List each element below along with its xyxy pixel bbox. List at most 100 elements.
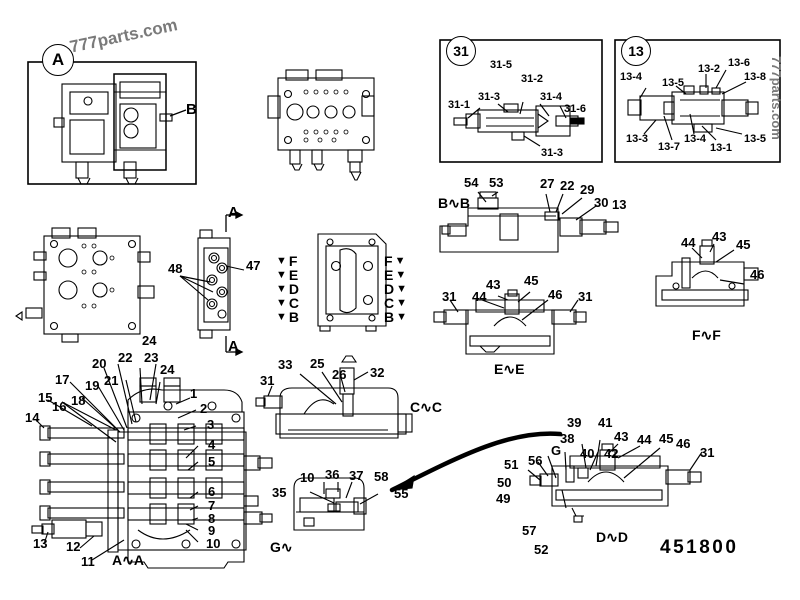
- callout-aa-11: 11: [81, 554, 95, 569]
- callout-31-6: 31-6: [564, 103, 587, 115]
- callout-aa-12: 12: [66, 539, 81, 554]
- callout-dd-31: 31: [700, 445, 715, 460]
- callout-13-5-top: 13-5: [662, 77, 685, 89]
- callout-bb-13: 13: [612, 197, 627, 212]
- port-row-left-c: ▼ C: [276, 296, 301, 310]
- port-letter-left: C: [288, 295, 300, 311]
- watermark-edge-text: 777parts.com: [769, 56, 784, 140]
- callout-cc-32: 32: [370, 365, 385, 380]
- down-arrow-icon: ▼: [276, 282, 287, 295]
- callout-aa-16: 16: [52, 399, 67, 414]
- callout-bb-53: 53: [489, 175, 504, 190]
- section-label-g: G∿: [270, 539, 293, 555]
- down-arrow-icon: ▼: [395, 268, 407, 281]
- callout-cc-31: 31: [260, 373, 275, 388]
- callout-dd-41: 41: [598, 415, 613, 430]
- callout-ee-43: 43: [486, 277, 501, 292]
- callout-cc-26: 26: [332, 367, 347, 382]
- callout-13-1: 13-1: [710, 142, 733, 154]
- callout-aa-22: 22: [118, 350, 133, 365]
- callout-dd-51: 51: [504, 457, 519, 472]
- callout-dd-56: 56: [528, 453, 543, 468]
- section-mark-a-top: A: [228, 204, 239, 221]
- down-arrow-icon: ▼: [396, 310, 408, 323]
- badge-detail-13-label: 13: [628, 43, 644, 59]
- callout-g-35: 35: [272, 485, 287, 500]
- callout-aa-9: 9: [208, 523, 216, 538]
- down-arrow-icon: ▼: [276, 268, 287, 281]
- callout-dd-43: 43: [614, 429, 629, 444]
- callout-dd-39: 39: [567, 415, 582, 430]
- section-label-cc: C∿C: [410, 399, 442, 415]
- callout-31-3-top: 31-3: [478, 91, 501, 103]
- callout-g-10: 10: [300, 470, 315, 485]
- callout-13-2: 13-2: [698, 63, 721, 75]
- port-letter-right: B: [384, 309, 395, 325]
- down-arrow-icon: ▼: [396, 282, 408, 295]
- callout-bb-30: 30: [594, 195, 609, 210]
- port-ladder-right: F ▼ E ▼ D ▼ C ▼ B ▼: [382, 254, 407, 324]
- port-letter-left: D: [288, 281, 300, 297]
- callout-aa-14: 14: [25, 410, 40, 425]
- down-arrow-icon: ▼: [276, 296, 287, 309]
- callout-13-4-top: 13-4: [620, 71, 643, 83]
- port-row-right-b: B ▼: [382, 310, 407, 324]
- port-letter-left: B: [288, 309, 300, 325]
- callout-dd-50: 50: [497, 475, 512, 490]
- callout-dd-49: 49: [496, 491, 511, 506]
- section-label-bb: B∿B: [438, 195, 470, 211]
- port-letter-right: C: [384, 295, 395, 311]
- callout-ff-46: 46: [750, 267, 765, 282]
- callout-cc-33: 33: [278, 357, 293, 372]
- badge-view-a: A: [42, 44, 74, 76]
- port-letter-right: E: [384, 267, 394, 283]
- callout-13-8: 13-8: [744, 71, 767, 83]
- callout-aa-18: 18: [71, 393, 86, 408]
- callout-g-37: 37: [349, 468, 364, 483]
- callout-13-5-bottom: 13-5: [744, 133, 767, 145]
- port-row-right-c: C ▼: [382, 296, 407, 310]
- callout-aa-17: 17: [55, 372, 70, 387]
- port-row-right-e: E ▼: [382, 268, 407, 282]
- down-arrow-icon: ▼: [276, 254, 287, 267]
- callout-bb-29: 29: [580, 182, 595, 197]
- callout-dd-46: 46: [676, 436, 691, 451]
- callout-ff-44: 44: [681, 235, 696, 250]
- down-arrow-icon: ▼: [276, 310, 287, 323]
- port-row-right-f: F ▼: [382, 254, 407, 268]
- watermark-edge-777parts: 777parts.com: [769, 56, 784, 140]
- section-label-ee: E∿E: [494, 361, 525, 377]
- callout-bb-27: 27: [540, 176, 555, 191]
- callout-13-6: 13-6: [728, 57, 751, 69]
- down-arrow-icon: ▼: [394, 254, 406, 267]
- callout-bb-22: 22: [560, 178, 575, 193]
- callout-48: 48: [168, 261, 183, 276]
- callout-ee-44: 44: [472, 289, 487, 304]
- callout-aa-6: 6: [208, 484, 216, 499]
- callout-g-58: 58: [374, 469, 389, 484]
- callout-aa-10: 10: [206, 536, 221, 551]
- callout-47: 47: [246, 258, 261, 273]
- port-letter-left: E: [288, 267, 299, 283]
- port-letter-right: F: [384, 253, 393, 269]
- callout-g-36: 36: [325, 467, 340, 482]
- port-letter-right: D: [384, 281, 395, 297]
- callout-aa-20: 20: [92, 356, 107, 371]
- section-label-ff: F∿F: [692, 327, 721, 343]
- callout-aa-3: 3: [207, 417, 215, 432]
- callout-aa-4: 4: [208, 437, 216, 452]
- callout-dd-38: 38: [560, 431, 575, 446]
- callout-view-a-b: B: [186, 101, 197, 118]
- badge-detail-31-label: 31: [453, 43, 469, 59]
- callout-ee-31-right: 31: [578, 289, 593, 304]
- callout-aa-2: 2: [200, 401, 208, 416]
- callout-aa-7: 7: [208, 498, 216, 513]
- callout-dd-57: 57: [522, 523, 537, 538]
- callout-dd-44: 44: [637, 432, 652, 447]
- port-ladder-left: ▼ F ▼ E ▼ D ▼ C ▼ B: [276, 254, 301, 324]
- badge-detail-13: 13: [621, 36, 651, 66]
- callout-aa-15: 15: [38, 390, 53, 405]
- port-letter-left: F: [288, 253, 298, 269]
